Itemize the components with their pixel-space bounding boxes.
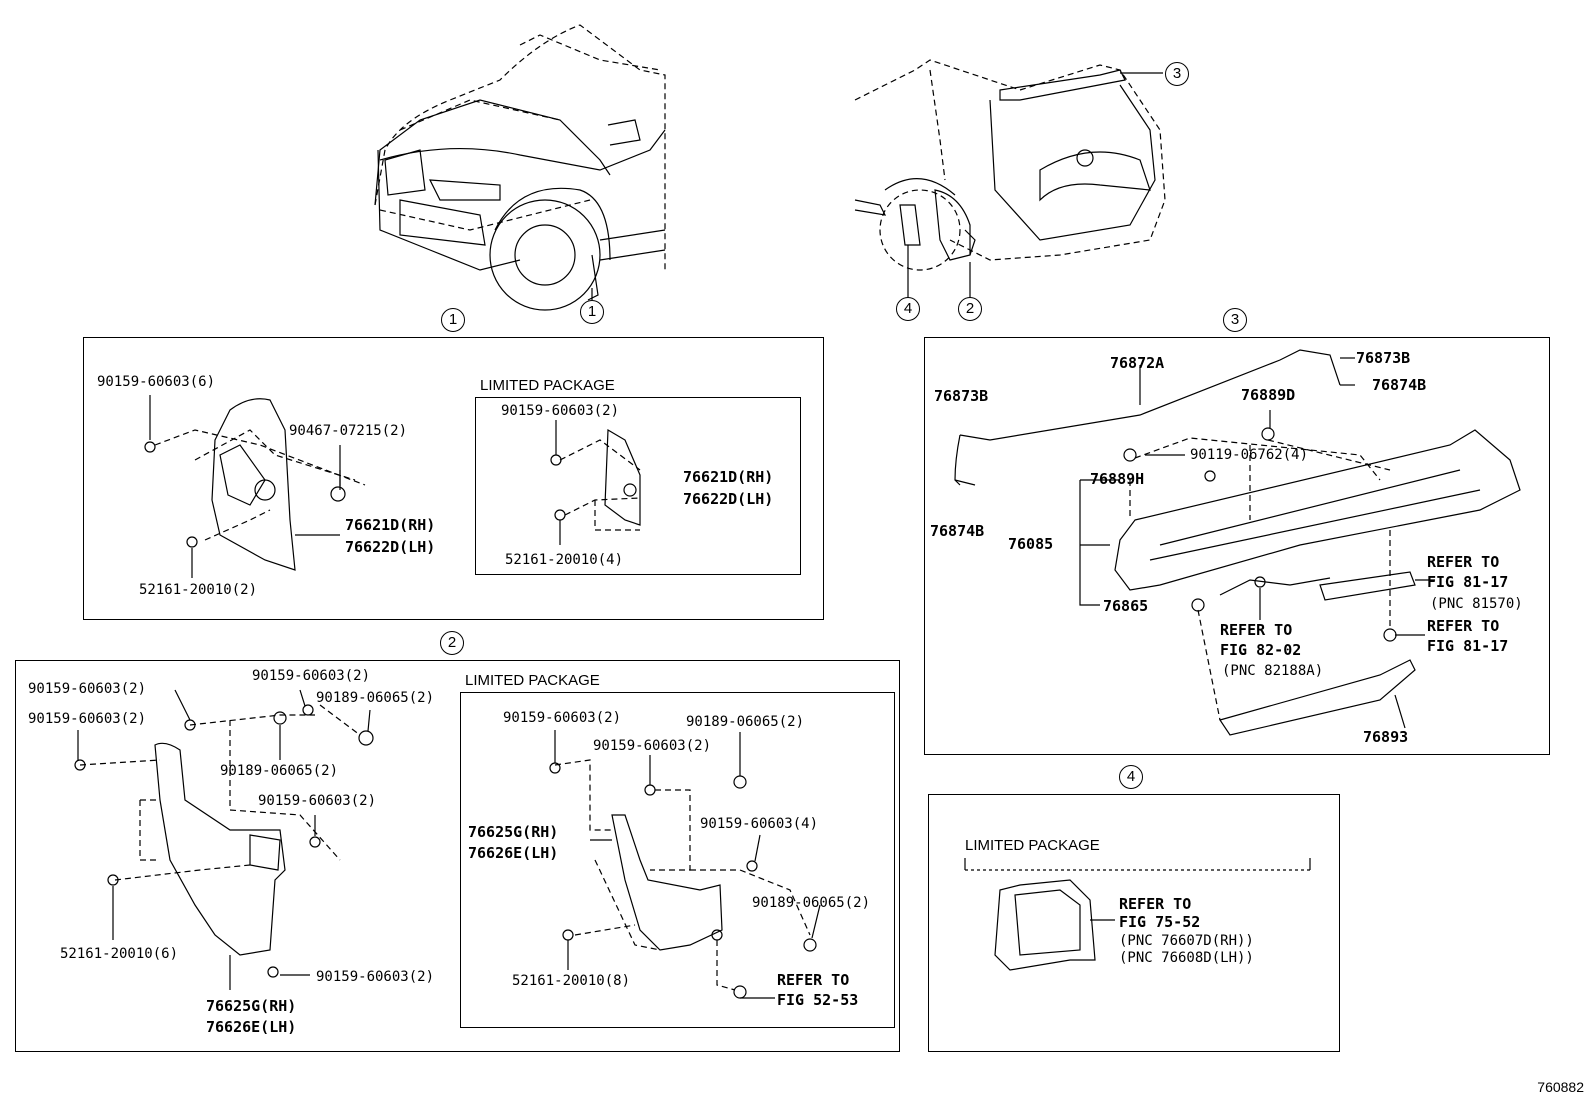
section-2-limited-panel bbox=[460, 692, 895, 1028]
s4-limited-header: LIMITED PACKAGE bbox=[965, 837, 1100, 854]
s3-ref-b1: REFER TO bbox=[1220, 621, 1293, 639]
s1-limited-part-lh: 76622D(LH) bbox=[683, 490, 774, 508]
section-1-header[interactable]: 1 bbox=[441, 308, 465, 332]
s3-ref-b3: (PNC 82188A) bbox=[1222, 663, 1324, 679]
section4-mudguard-drawing bbox=[964, 858, 1311, 971]
s1-limited-screw-label: 52161-20010(4) bbox=[505, 552, 624, 568]
s3-ref-c2: FIG 81-17 bbox=[1427, 637, 1509, 655]
figure-number: 760882 bbox=[1537, 1079, 1584, 1095]
s2-part-lh: 76626E(LH) bbox=[206, 1018, 297, 1036]
section1-limited-mudguard-drawing bbox=[550, 420, 641, 545]
section-1-limited-panel bbox=[475, 397, 801, 575]
section3-spoiler-drawing bbox=[954, 349, 1521, 736]
s3-76085: 76085 bbox=[1008, 535, 1054, 553]
s3-76872a: 76872A bbox=[1110, 354, 1165, 372]
s1-limited-header: LIMITED PACKAGE bbox=[480, 377, 615, 394]
s3-clip: 90119-06762(4) bbox=[1190, 447, 1309, 463]
s2-limited-nut-b: 90189-06065(2) bbox=[752, 895, 871, 911]
s3-76893: 76893 bbox=[1363, 728, 1409, 746]
s2-bolt-bottom: 90159-60603(2) bbox=[316, 969, 435, 985]
section-3-panel bbox=[924, 337, 1550, 755]
s2-limited-header: LIMITED PACKAGE bbox=[465, 672, 600, 689]
s3-76889h: 76889H bbox=[1090, 470, 1145, 488]
callout-2-rear[interactable]: 2 bbox=[958, 297, 982, 321]
s2-bolt-left2: 90159-60603(2) bbox=[28, 711, 147, 727]
s3-76889d: 76889D bbox=[1241, 386, 1296, 404]
s2-bolt-top: 90159-60603(2) bbox=[252, 668, 371, 684]
s2-screw: 52161-20010(6) bbox=[60, 946, 179, 962]
s2-limited-screw: 52161-20010(8) bbox=[512, 973, 631, 989]
s2-limited-nut-a: 90189-06065(2) bbox=[686, 714, 805, 730]
section2-mudguard-drawing bbox=[74, 689, 374, 990]
section-2-header[interactable]: 2 bbox=[440, 631, 464, 655]
s1-limited-part-rh: 76621D(RH) bbox=[683, 468, 774, 486]
front-vehicle-illustration bbox=[374, 24, 666, 311]
section1-mudguard-drawing bbox=[144, 395, 366, 578]
s2-limited-bolt-b: 90159-60603(2) bbox=[593, 738, 712, 754]
s3-76865: 76865 bbox=[1103, 597, 1149, 615]
section-2-panel bbox=[15, 660, 900, 1052]
section-4-header[interactable]: 4 bbox=[1119, 765, 1143, 789]
s3-76874b-right: 76874B bbox=[1372, 376, 1427, 394]
s3-76874b-left: 76874B bbox=[930, 522, 985, 540]
section-4-panel bbox=[928, 794, 1340, 1052]
section-3-header[interactable]: 3 bbox=[1223, 308, 1247, 332]
s4-ref4: (PNC 76608D(LH)) bbox=[1119, 950, 1254, 966]
s3-ref-a1: REFER TO bbox=[1427, 553, 1500, 571]
s2-limited-part-lh: 76626E(LH) bbox=[468, 844, 559, 862]
s1-screw-label: 52161-20010(2) bbox=[139, 582, 258, 598]
s3-76873b-right: 76873B bbox=[1356, 349, 1411, 367]
s3-76873b-left: 76873B bbox=[934, 387, 989, 405]
s2-nut-mid: 90189-06065(2) bbox=[220, 763, 339, 779]
s1-limited-bolt-label: 90159-60603(2) bbox=[501, 403, 620, 419]
s1-part-lh: 76622D(LH) bbox=[345, 538, 436, 556]
section2-limited-mudguard-drawing bbox=[549, 730, 821, 999]
s2-part-rh: 76625G(RH) bbox=[206, 997, 297, 1015]
s3-ref-b2: FIG 82-02 bbox=[1220, 641, 1302, 659]
callout-4-rear[interactable]: 4 bbox=[896, 297, 920, 321]
s3-ref-a3: (PNC 81570) bbox=[1430, 596, 1523, 612]
s4-ref3: (PNC 76607D(RH)) bbox=[1119, 933, 1254, 949]
s2-limited-part-rh: 76625G(RH) bbox=[468, 823, 559, 841]
callout-1-front[interactable]: 1 bbox=[580, 300, 604, 324]
s2-limited-bolt-c: 90159-60603(4) bbox=[700, 816, 819, 832]
s2-bolt-mid: 90159-60603(2) bbox=[258, 793, 377, 809]
callout-3-rear[interactable]: 3 bbox=[1165, 62, 1189, 86]
s2-limited-refer-1: REFER TO bbox=[777, 971, 850, 989]
s3-ref-a2: FIG 81-17 bbox=[1427, 573, 1509, 591]
rear-vehicle-illustration bbox=[854, 59, 1166, 271]
s2-bolt-left1: 90159-60603(2) bbox=[28, 681, 147, 697]
s2-nut-top: 90189-06065(2) bbox=[316, 690, 435, 706]
section-1-panel bbox=[83, 337, 824, 620]
s2-limited-refer-2: FIG 52-53 bbox=[777, 991, 859, 1009]
s2-limited-bolt-a: 90159-60603(2) bbox=[503, 710, 622, 726]
s3-ref-c1: REFER TO bbox=[1427, 617, 1500, 635]
s1-clip-label: 90467-07215(2) bbox=[289, 423, 408, 439]
s1-bolt-label: 90159-60603(6) bbox=[97, 374, 216, 390]
s4-ref2: FIG 75-52 bbox=[1119, 913, 1201, 931]
s1-part-rh: 76621D(RH) bbox=[345, 516, 436, 534]
s4-ref1: REFER TO bbox=[1119, 895, 1192, 913]
